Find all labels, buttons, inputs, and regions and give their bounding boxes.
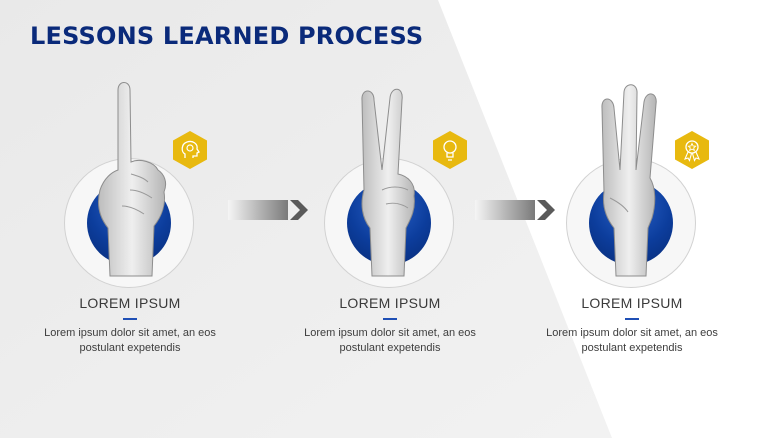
one-finger-hand-icon: [97, 82, 167, 277]
step-title-underline: [123, 318, 137, 320]
process-step-3: LOREM IPSUM Lorem ipsum dolor sit amet, …: [532, 78, 732, 378]
step-description: Lorem ipsum dolor sit amet, an eos postu…: [304, 327, 476, 354]
step-title: LOREM IPSUM: [581, 295, 683, 311]
head-lightbulb-icon: [173, 131, 207, 169]
award-medal-icon: [675, 131, 709, 169]
step-title: LOREM IPSUM: [79, 295, 181, 311]
process-step-2: LOREM IPSUM Lorem ipsum dolor sit amet, …: [290, 78, 490, 378]
process-step-1: LOREM IPSUM Lorem ipsum dolor sit amet, …: [30, 78, 230, 378]
step-title-underline: [383, 318, 397, 320]
lightbulb-icon: [433, 131, 467, 169]
arrow-right-icon: [475, 200, 555, 220]
step-title-underline: [625, 318, 639, 320]
step-description: Lorem ipsum dolor sit amet, an eos postu…: [546, 327, 718, 354]
page-title: LESSONS LEARNED PROCESS: [30, 22, 424, 50]
step-description: Lorem ipsum dolor sit amet, an eos postu…: [44, 327, 216, 354]
two-finger-hand-icon: [361, 88, 415, 277]
arrow-right-icon: [228, 200, 308, 220]
step-title: LOREM IPSUM: [339, 295, 441, 311]
three-finger-hand-icon: [601, 84, 657, 277]
